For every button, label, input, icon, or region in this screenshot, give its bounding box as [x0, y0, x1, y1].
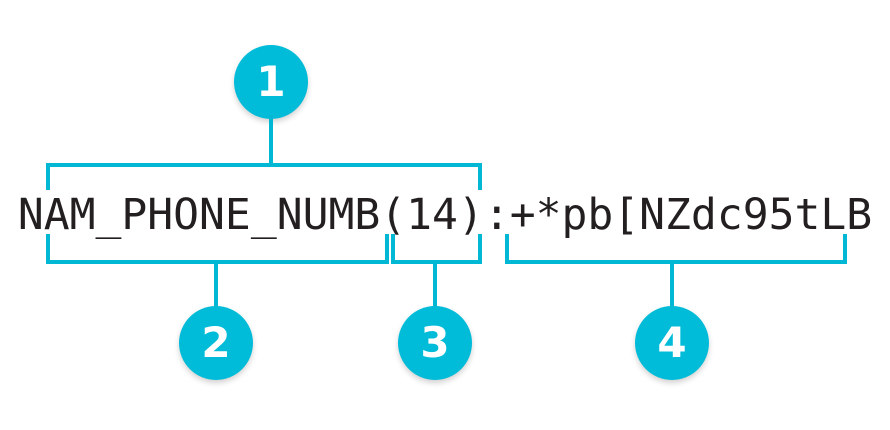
callout-bracket-1-right-tick	[478, 163, 482, 190]
callout-bracket-1-left-tick	[46, 163, 50, 190]
callout-stem-2	[214, 260, 218, 312]
callout-bracket-2-right-tick	[385, 234, 389, 264]
callout-bracket-3-left-tick	[391, 234, 395, 264]
code-segment-field-name: NAM_PHONE_NUMB	[17, 190, 381, 240]
code-segment-length: (14)	[380, 190, 484, 240]
callout-stem-4	[670, 260, 674, 312]
callout-stem-3	[433, 260, 437, 312]
code-segment-value: +*pb[NZdc95tLB	[509, 190, 873, 240]
code-string: NAM_PHONE_NUMB(14):+*pb[NZdc95tLB	[0, 186, 890, 244]
callout-badge-3[interactable]: 3	[398, 306, 472, 380]
callout-stem-1	[269, 115, 273, 167]
callout-badge-4[interactable]: 4	[635, 306, 709, 380]
callout-bracket-4-right-tick	[843, 234, 847, 264]
callout-bracket-4-left-tick	[505, 234, 509, 264]
code-segment-separator: :	[483, 190, 510, 240]
callout-bracket-2-left-tick	[46, 234, 50, 264]
callout-bracket-4-span	[505, 260, 847, 264]
callout-bracket-3-right-tick	[478, 234, 482, 264]
callout-bracket-1-span	[46, 163, 482, 167]
callout-badge-1[interactable]: 1	[234, 45, 308, 119]
callout-badge-2[interactable]: 2	[179, 306, 253, 380]
